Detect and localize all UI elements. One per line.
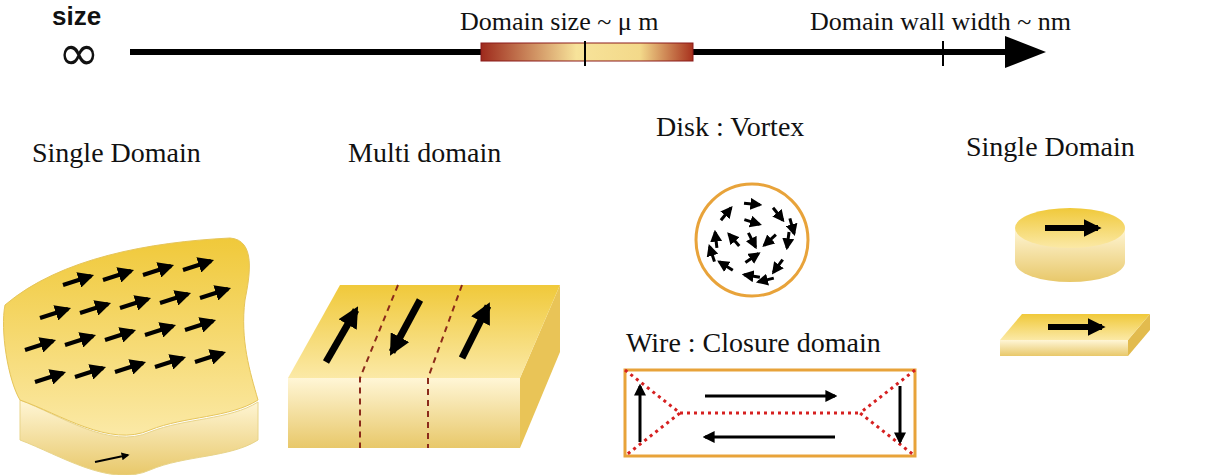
spin-arrow [787,232,789,248]
spin-arrow [25,341,53,350]
label: Domain size ~ μ m [460,8,658,37]
spin-arrow [729,234,739,246]
bulk-sample [3,238,258,475]
spin-arrow [790,218,794,233]
spin-arrow [155,358,183,367]
spin-arrow [721,208,731,220]
spin-arrow [710,246,715,261]
spin-arrow [115,363,143,372]
spin-arrow [145,326,173,335]
spin-arrow [75,368,103,377]
spin-arrow [200,289,228,298]
label: Domain wall width ~ nm [810,8,1071,37]
spin-arrow [35,373,63,382]
vortex-disk [696,184,808,296]
small-slab [1000,314,1150,356]
spin-arrow [185,321,213,330]
spin-arrow [773,260,782,273]
label: Multi domain [348,138,501,169]
spin-arrow [65,336,93,345]
spin-arrow [40,309,68,318]
spin-arrow [195,353,223,362]
size-axis [130,36,1046,68]
small-disk [1015,208,1125,282]
spin-arrow [719,262,733,270]
wire-closure [625,370,915,456]
spin-arrows [25,261,228,462]
spin-arrow [160,294,188,303]
label: Disk : Vortex [656,112,804,143]
label: Single Domain [966,132,1135,163]
spin-arrow [773,208,783,221]
spin-arrow [748,233,755,247]
label: Single Domain [32,138,201,169]
spin-arrow [744,275,760,278]
spin-arrow [63,276,91,285]
spin-arrows [710,203,795,282]
multi-domain-slab [288,285,560,448]
spin-arrow [758,278,774,282]
spin-arrow [183,261,211,270]
spin-arrow [745,253,758,262]
spin-arrow [744,220,759,225]
spin-arrow [744,203,760,205]
spin-arrow [143,266,171,275]
spin-arrow [103,271,131,280]
spin-arrow [764,235,776,246]
spin-arrow [80,304,108,313]
label: Wire : Closure domain [626,328,881,359]
spin-arrow [105,331,133,340]
spin-arrow [95,455,128,462]
spin-arrow [120,299,148,308]
label: ∞ [58,26,100,81]
spin-arrow [715,232,717,248]
